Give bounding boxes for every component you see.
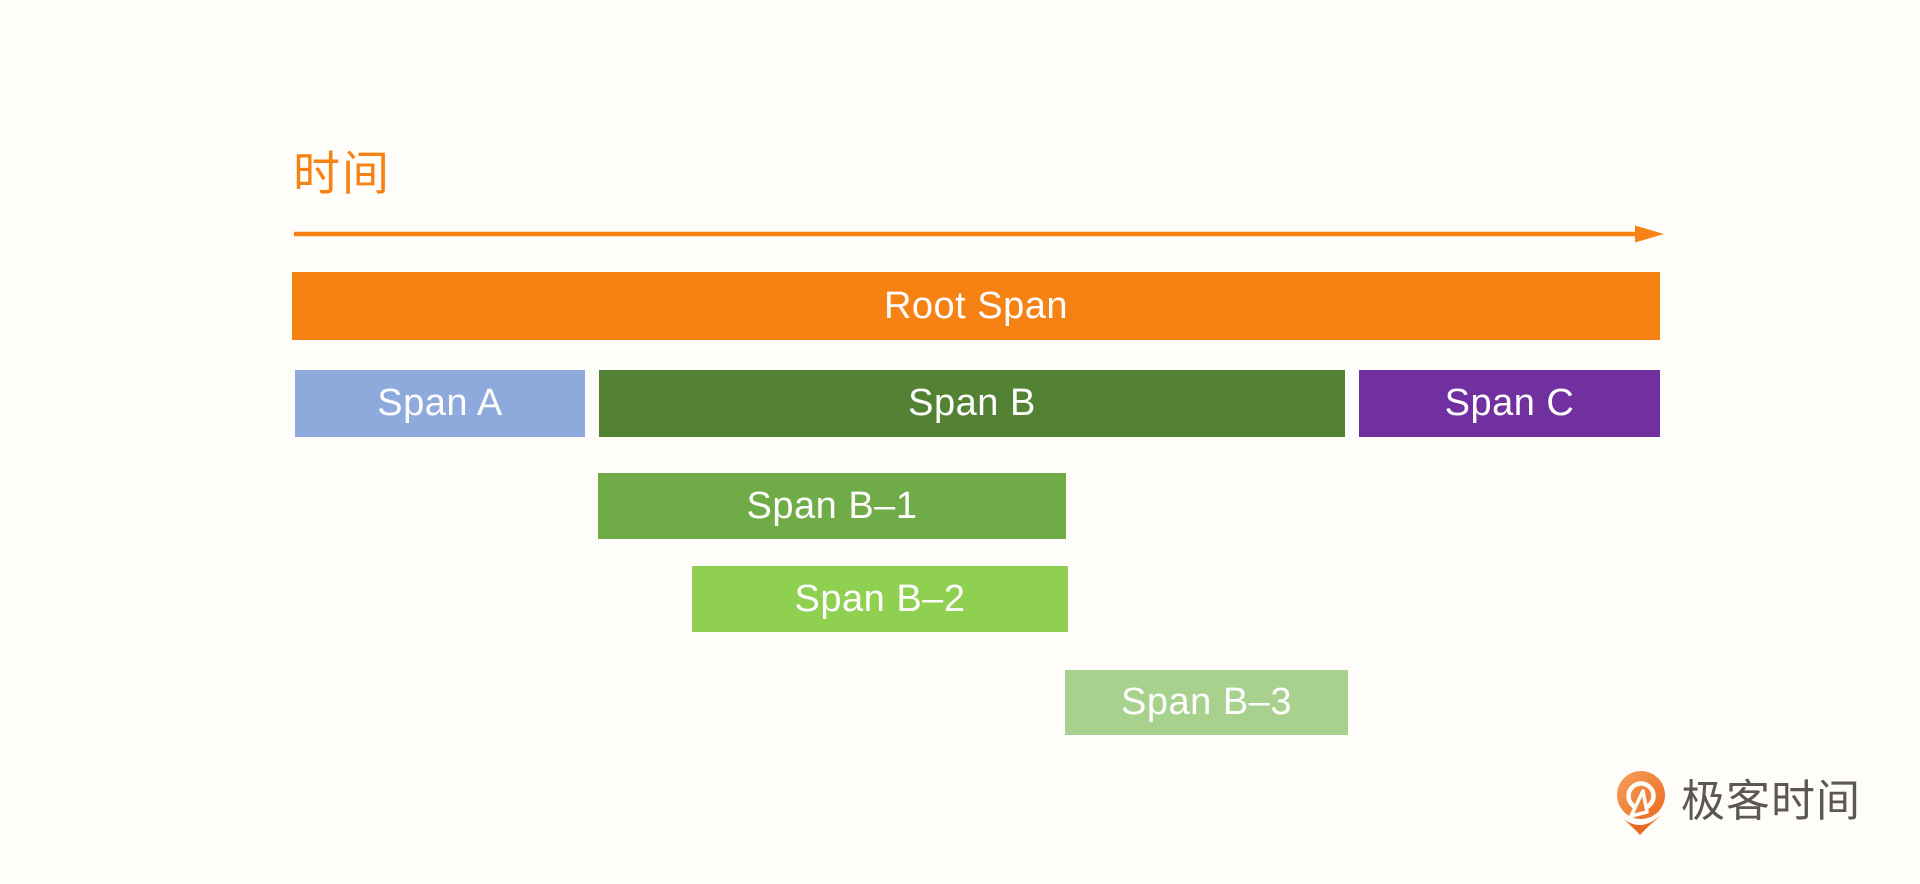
span-label: Span B–2 (794, 577, 966, 620)
span-label: Span B–3 (1121, 681, 1292, 723)
span-bar-b-1: Span B–1 (598, 473, 1066, 539)
geektime-logo: 极客时间 (1615, 770, 1861, 836)
span-label: Root Span (883, 284, 1069, 327)
span-bar-c: Span C (1359, 370, 1660, 437)
span-label: Span A (377, 382, 503, 424)
span-bar-root: Root Span (292, 272, 1660, 340)
geektime-logo-text: 极客时间 (1681, 777, 1861, 826)
span-label: Span B (908, 382, 1036, 424)
span-bar-b-3: Span B–3 (1065, 670, 1348, 735)
time-axis-arrow (294, 225, 1664, 243)
span-label: Span B–1 (746, 484, 918, 527)
span-bar-b-2: Span B–2 (692, 566, 1068, 632)
span-bar-b: Span B (599, 370, 1345, 437)
span-bar-a: Span A (295, 370, 585, 437)
span-label: Span C (1444, 382, 1575, 424)
time-axis-label: 时间 (293, 147, 391, 200)
geektime-pin-icon (1617, 771, 1665, 835)
